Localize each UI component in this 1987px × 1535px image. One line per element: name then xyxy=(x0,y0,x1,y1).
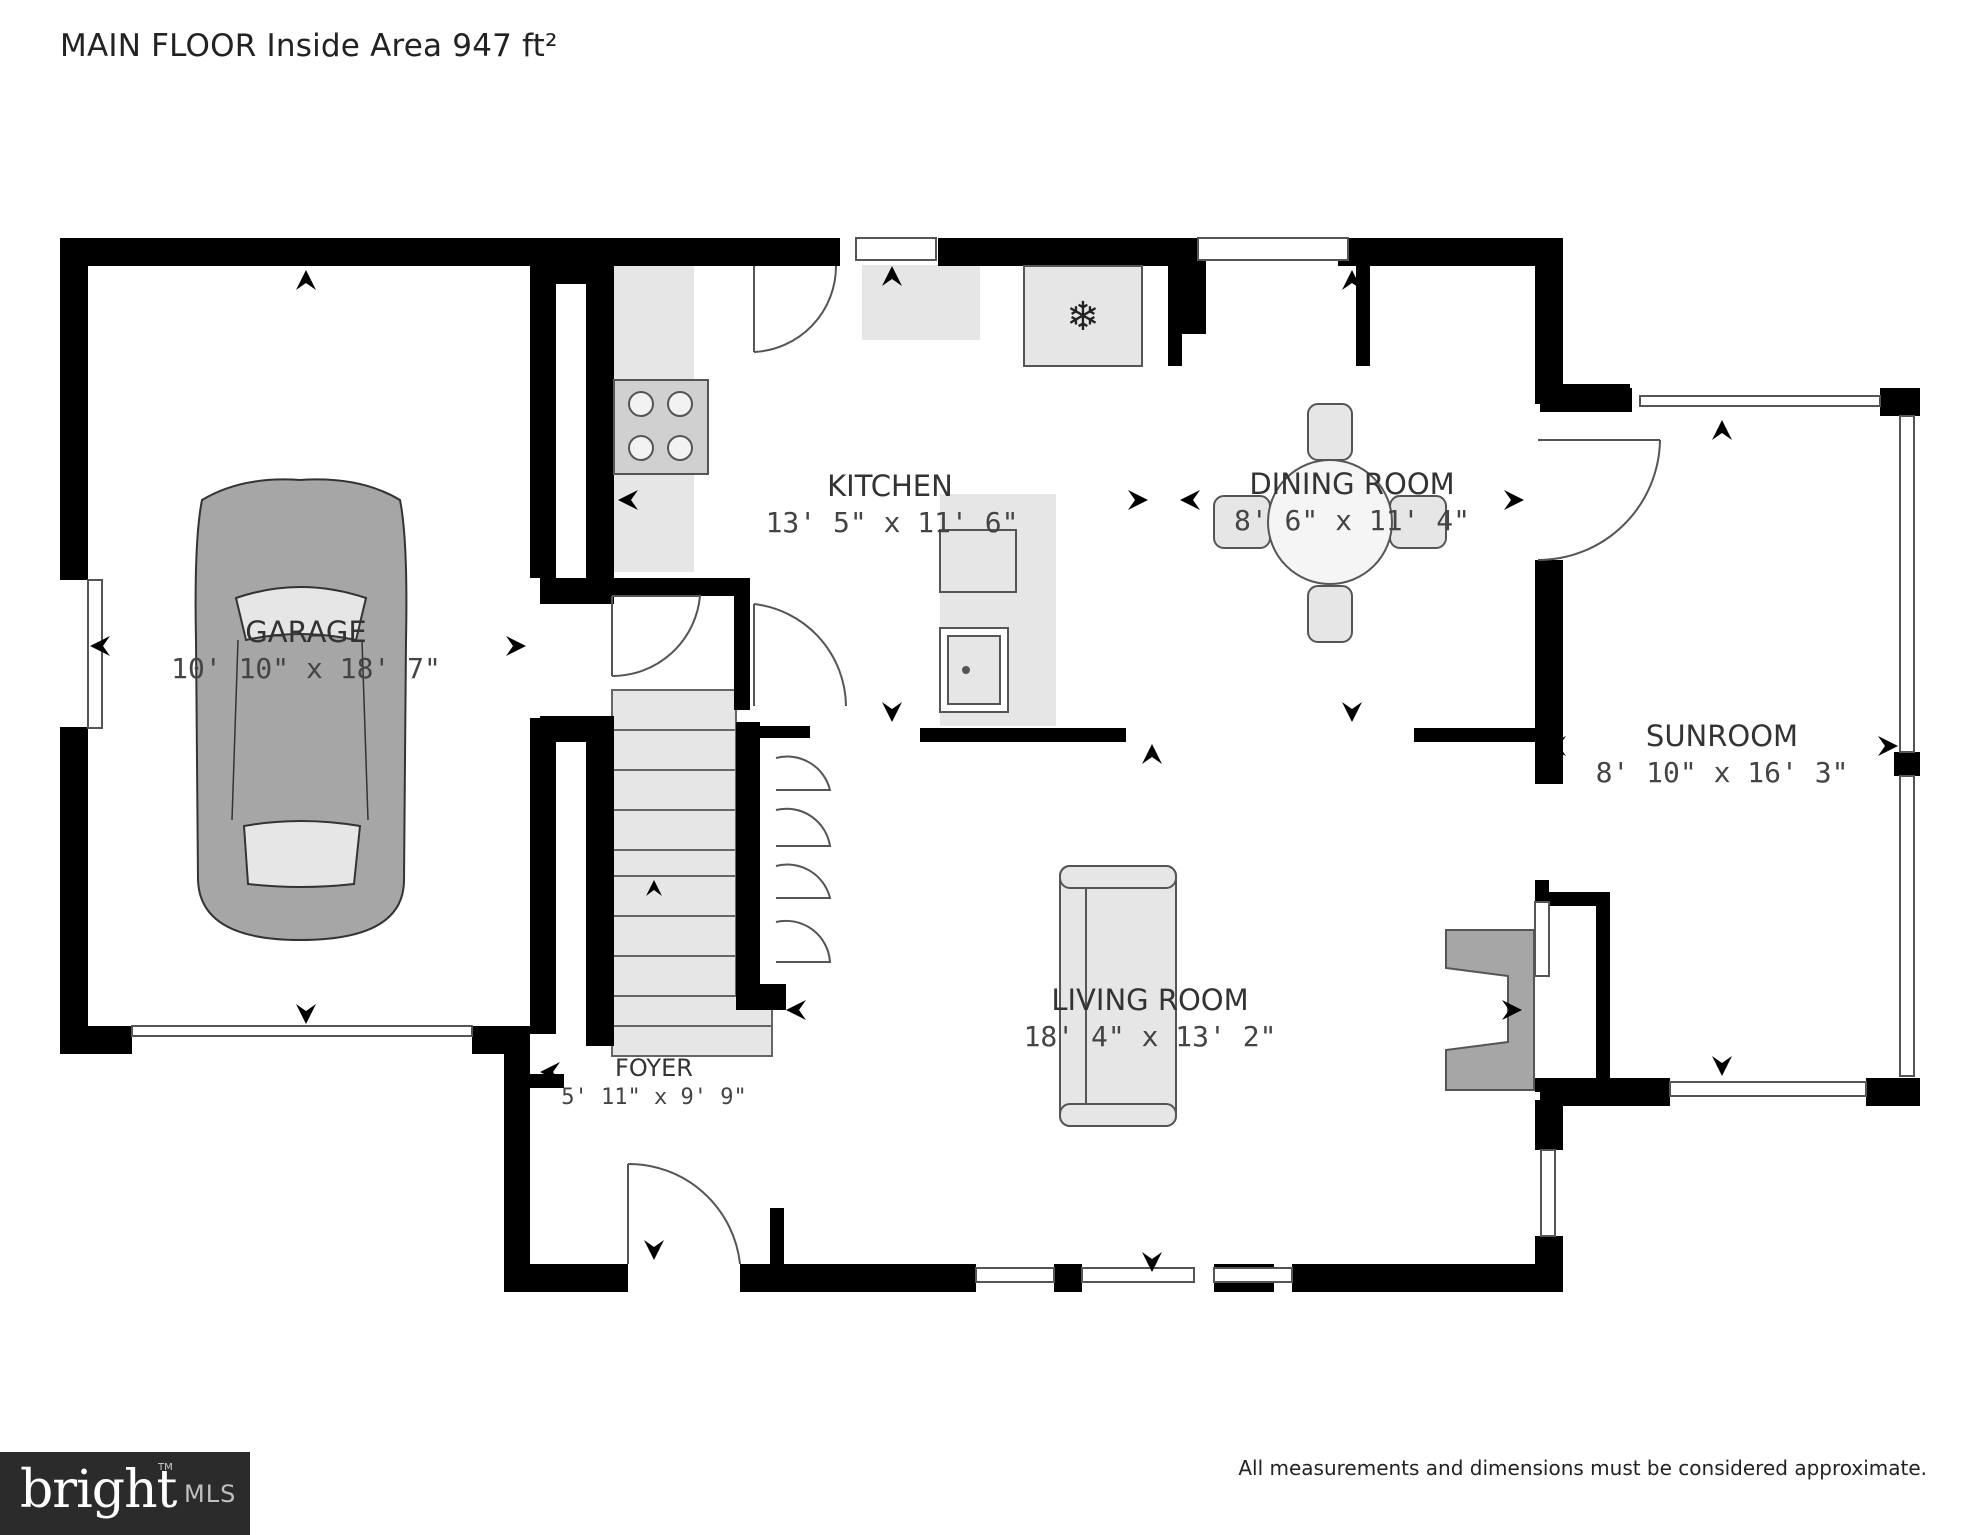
kitchen-wall-top xyxy=(740,238,840,266)
foyer-dims: 5' 11" x 9' 9" xyxy=(561,1085,746,1110)
room-labels: GARAGE 10' 10" x 18' 7" KITCHEN 13' 5" x… xyxy=(171,467,1848,1110)
garage-name: GARAGE xyxy=(245,615,366,649)
living-name: LIVING ROOM xyxy=(1051,983,1248,1017)
garage-wall-left-lower xyxy=(60,727,88,1054)
garage-dims: 10' 10" x 18' 7" xyxy=(171,652,441,685)
windows xyxy=(87,237,1915,1283)
garage-wall-right-lower xyxy=(530,718,556,1034)
walls xyxy=(60,238,1920,1292)
car xyxy=(194,478,408,942)
logo-mls: MLS xyxy=(184,1480,237,1508)
kitchen-sink xyxy=(939,627,1009,713)
island-chair xyxy=(939,529,1017,593)
sunroom-name: SUNROOM xyxy=(1646,719,1798,753)
kitchen-counter-top xyxy=(862,265,980,340)
dining-table xyxy=(1213,403,1447,643)
refrigerator: ❄ xyxy=(1023,265,1143,367)
dimension-markers xyxy=(90,266,1898,1272)
foyer-name: FOYER xyxy=(615,1054,693,1082)
living-dims: 18' 4" x 13' 2" xyxy=(1024,1020,1277,1053)
logo-trademark: TM xyxy=(158,1462,173,1473)
svg-text:❄: ❄ xyxy=(1066,294,1100,340)
disclaimer: All measurements and dimensions must be … xyxy=(1238,1456,1927,1480)
fireplace-wall-frame xyxy=(1535,892,1607,906)
kitchen-dims: 13' 5" x 11' 6" xyxy=(766,506,1019,539)
dining-name: DINING ROOM xyxy=(1249,467,1454,501)
kitchen-name: KITCHEN xyxy=(827,469,953,503)
garage-wall-bottom-left xyxy=(60,1026,132,1054)
garage-wall-top xyxy=(60,238,740,266)
fireplace xyxy=(1445,929,1535,1091)
bright-mls-logo: bright TM MLS xyxy=(0,1452,250,1535)
stove xyxy=(613,379,709,475)
sofa xyxy=(1059,865,1177,1127)
floor-title: MAIN FLOOR Inside Area 947 ft² xyxy=(60,28,558,64)
garage-wall-left-upper xyxy=(60,238,88,580)
sunroom-dims: 8' 10" x 16' 3" xyxy=(1596,756,1849,789)
doors xyxy=(611,265,1661,1265)
garage-wall-right-upper xyxy=(530,238,556,578)
logo-word: bright xyxy=(20,1460,177,1520)
dining-dims: 8' 6" x 11' 4" xyxy=(1234,504,1470,537)
